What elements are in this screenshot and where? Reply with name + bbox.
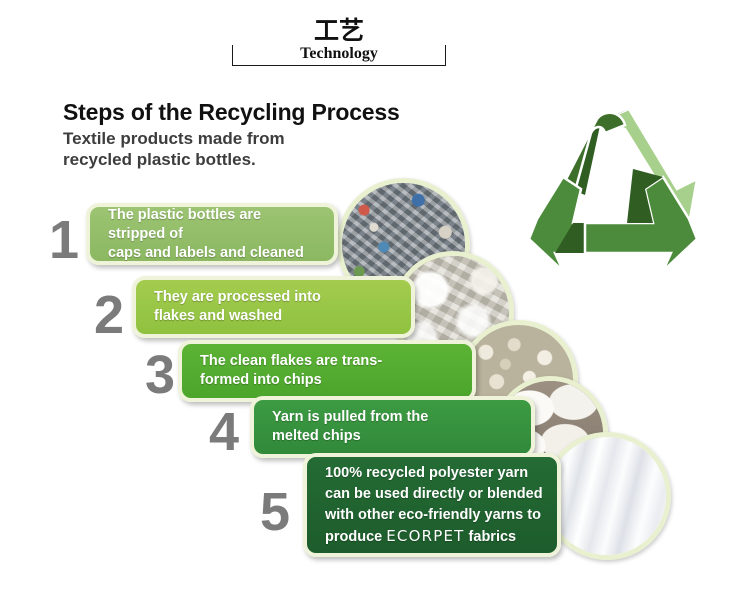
step-text-5: 100% recycled polyester yarn can be used… <box>307 463 555 548</box>
step-3-line-1: The clean flakes are trans- <box>200 353 383 369</box>
step-text-2: They are processed into flakes and washe… <box>136 288 333 326</box>
page-subtitle: Textile products made from recycled plas… <box>63 128 285 170</box>
step-text-4: Yarn is pulled from the melted chips <box>254 408 440 446</box>
step-5-line-4-suffix: fabrics <box>468 528 517 545</box>
brand-name-ecorpet: ECORPET <box>386 526 465 545</box>
step-bar-1: The plastic bottles are stripped of caps… <box>86 203 338 265</box>
step-bar-5: 100% recycled polyester yarn can be used… <box>303 453 561 557</box>
step-number-2: 2 <box>94 285 125 345</box>
photo-bubble-fabric <box>543 432 671 560</box>
step-bar-4: Yarn is pulled from the melted chips <box>250 396 535 458</box>
step-2-line-1: They are processed into <box>154 289 321 305</box>
recycle-symbol-icon <box>526 100 711 272</box>
page-subtitle-line-1: Textile products made from <box>63 129 285 148</box>
header-badge-chinese-title: 工艺 <box>232 16 446 45</box>
step-1-line-2: caps and labels and cleaned <box>108 244 304 261</box>
header-badge-chinese-text: 工艺 <box>299 16 378 45</box>
step-bar-2: They are processed into flakes and washe… <box>132 276 415 338</box>
step-3-line-2: formed into chips <box>200 372 322 388</box>
step-number-1: 1 <box>49 210 80 270</box>
header-badge-english-title: Technology <box>300 45 378 62</box>
step-2-line-2: flakes and washed <box>154 308 283 324</box>
step-5-line-1: 100% recycled polyester yarn <box>325 464 529 481</box>
step-5-line-4: produce ECORPET fabrics <box>325 526 543 548</box>
step-4-line-2: melted chips <box>272 428 361 444</box>
step-text-1: The plastic bottles are stripped of caps… <box>90 206 334 263</box>
page-subtitle-line-2: recycled plastic bottles. <box>63 150 256 169</box>
page-title: Steps of the Recycling Process <box>63 99 400 125</box>
step-5-line-3: with other eco-friendly yarns to <box>325 506 541 523</box>
step-number-5: 5 <box>260 482 291 542</box>
step-number-4: 4 <box>209 402 240 462</box>
photo-white-fabric-drape <box>548 437 666 555</box>
step-5-line-4-prefix: produce <box>325 528 383 545</box>
step-number-3: 3 <box>145 345 176 405</box>
step-1-line-1: The plastic bottles are stripped of <box>108 206 262 242</box>
step-text-3: The clean flakes are trans- formed into … <box>182 352 394 390</box>
step-5-line-2: can be used directly or blended <box>325 485 543 502</box>
step-4-line-1: Yarn is pulled from the <box>272 409 429 425</box>
step-bar-3: The clean flakes are trans- formed into … <box>178 340 476 402</box>
